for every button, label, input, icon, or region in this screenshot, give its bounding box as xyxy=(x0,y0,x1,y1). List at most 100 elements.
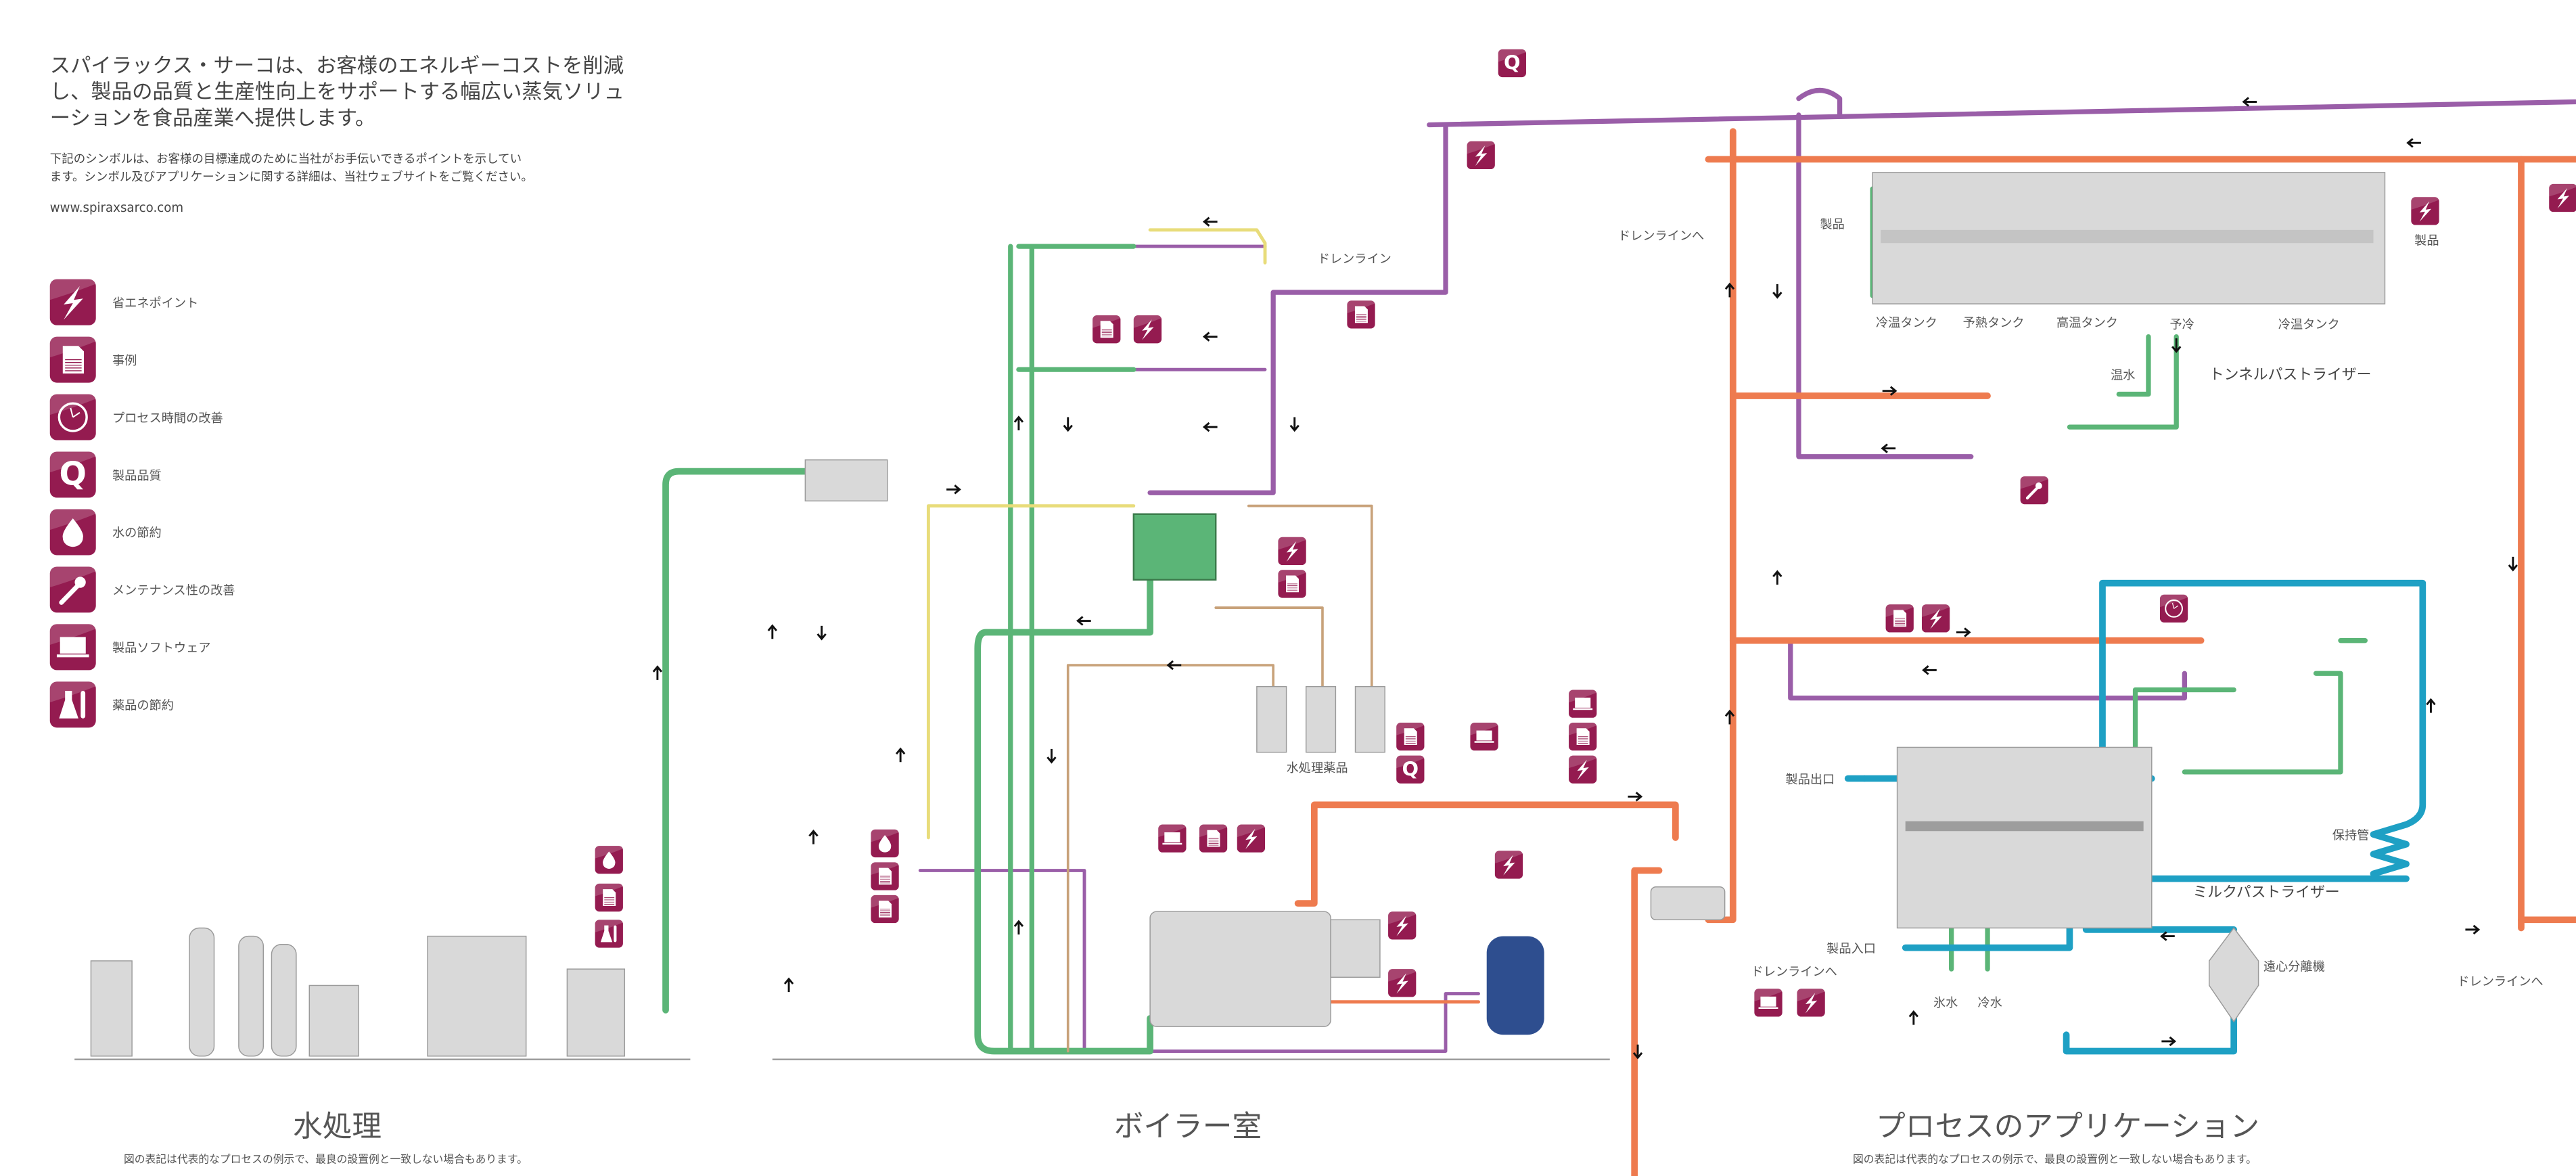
legend-item: 水の節約 xyxy=(49,509,162,556)
flow-arrow xyxy=(1772,570,1782,585)
legend-label: 事例 xyxy=(112,354,137,368)
flow-arrow xyxy=(2160,931,2175,941)
ice-water-label: 氷水 xyxy=(1933,996,1958,1010)
lightning-icon xyxy=(1388,911,1417,940)
lightning-icon xyxy=(1278,537,1306,566)
document-icon xyxy=(1278,570,1306,598)
water-pipe xyxy=(662,468,809,1014)
flow-arrow xyxy=(895,747,906,763)
legend-label: メンテナンス性の改善 xyxy=(112,584,235,598)
water-pipe xyxy=(2132,638,2368,791)
lightning-icon xyxy=(2549,183,2576,212)
document-icon xyxy=(1347,300,1375,329)
flow-arrow xyxy=(1202,332,1218,342)
condensate-pipe xyxy=(1427,99,2576,128)
lightning-icon xyxy=(2411,197,2439,225)
milk-pasteurizer-label: ミルクパストライザー xyxy=(2192,884,2339,901)
legend-label: 水の節約 xyxy=(112,526,162,541)
legend-label: プロセス時間の改善 xyxy=(112,411,223,426)
document-icon xyxy=(1092,315,1121,344)
product-outlet-label: 製品出口 xyxy=(1785,773,1835,787)
flow-arrow xyxy=(1046,748,1057,764)
laptop-icon xyxy=(49,624,96,671)
flow-arrow xyxy=(652,665,663,680)
storage-tank xyxy=(308,985,359,1057)
boiler xyxy=(1149,911,1331,1027)
legend-item: 省エネポイント xyxy=(49,279,198,325)
flow-arrow xyxy=(1724,282,1735,298)
flow-arrow xyxy=(1013,415,1024,430)
flask-icon xyxy=(49,681,96,728)
wrench-icon xyxy=(49,566,96,613)
tank-label: 冷温タンク xyxy=(2278,317,2340,332)
product-pipe xyxy=(2099,579,2426,878)
flow-arrow xyxy=(1772,284,1782,299)
flow-arrow xyxy=(1013,920,1024,935)
headline-line: ーションを食品産業へ提供します。 xyxy=(50,106,376,130)
to-drain-line-label: ドレンラインへ xyxy=(2457,974,2543,989)
flow-arrow xyxy=(2508,556,2518,572)
condensate-pipe xyxy=(1796,88,1843,118)
water-softener xyxy=(90,960,133,1057)
tank-label: 冷温タンク xyxy=(1876,316,1937,330)
tank-label: 予熱タンク xyxy=(1963,316,2025,330)
legend-item: プロセス時間の改善 xyxy=(49,394,223,440)
website-link[interactable]: www.spiraxsarco.com xyxy=(50,201,183,215)
section-titles: 水処理 図の表記は代表的なプロセスの例示で、最良の設置例と一致しない場合もありま… xyxy=(124,1110,2259,1166)
lightning-icon xyxy=(1797,989,1825,1017)
flow-arrow xyxy=(808,829,819,844)
laptop-icon xyxy=(1754,989,1782,1017)
flow-arrow xyxy=(1076,616,1091,626)
condensate-pipe xyxy=(1147,122,1448,495)
chemical-tank xyxy=(1305,685,1337,753)
flow-arrow xyxy=(1202,217,1218,227)
condensate-pipe xyxy=(918,869,1481,1053)
product-label: 製品 xyxy=(2414,234,2439,248)
lightning-icon xyxy=(1569,755,1597,784)
legend-item: 事例 xyxy=(49,336,137,383)
document-icon xyxy=(49,336,96,383)
flow-arrow xyxy=(783,977,794,993)
condensate-pipe xyxy=(1050,244,1267,371)
document-icon xyxy=(871,862,899,890)
legend-label: 薬品の節約 xyxy=(112,699,174,713)
boiler-room-title: ボイラー室 xyxy=(1114,1110,1262,1144)
tank-label: 高温タンク xyxy=(2056,316,2118,330)
flow-arrow xyxy=(1908,1010,1919,1025)
flow-arrow xyxy=(767,624,777,639)
q-icon: Q xyxy=(49,451,96,498)
water-treatment-title: 水処理 xyxy=(293,1110,382,1144)
flow-arrow xyxy=(1724,709,1735,725)
water-drop-icon xyxy=(595,846,623,874)
chemical-tank xyxy=(1256,685,1287,753)
document-icon xyxy=(1569,723,1597,751)
water-pipe xyxy=(1008,244,1034,1054)
centrifugal-separator-label: 遠心分離機 xyxy=(2263,960,2325,974)
centrifugal-separator xyxy=(2209,927,2259,1023)
drain-line-label: ドレンライン xyxy=(1318,252,1392,266)
headline-line: し、製品の品質と生産性向上をサポートする幅広い蒸気ソリュ xyxy=(50,81,624,104)
svg-text:Q: Q xyxy=(60,455,87,493)
water-tank xyxy=(566,968,626,1057)
flow-arrow xyxy=(1956,627,1971,637)
water-pipe xyxy=(1016,244,1136,372)
condensate-pipe xyxy=(1788,638,2187,701)
water-drop-icon xyxy=(49,509,96,556)
lightning-icon xyxy=(49,279,96,325)
flow-arrow xyxy=(2161,1036,2177,1047)
flow-arrow xyxy=(816,625,827,641)
feed-tank xyxy=(1132,513,1217,581)
filter-column xyxy=(189,927,215,1057)
legend-label: 製品品質 xyxy=(112,469,162,483)
wrench-icon xyxy=(2020,476,2048,505)
steam-pipe xyxy=(1705,128,1736,924)
legend-label: 省エネポイント xyxy=(112,296,198,311)
labels: ドレンライン ドレンラインへ 製品 製品 冷温タンク 予熱タンク 高温タンク 予… xyxy=(1287,217,2544,1010)
q-icon: Q xyxy=(1498,49,1526,78)
reverse-osmosis-unit xyxy=(427,935,527,1057)
svg-text:Q: Q xyxy=(1402,757,1419,780)
process-applications-title: プロセスのアプリケーション xyxy=(1876,1110,2259,1144)
milk-pasteurizer-plates xyxy=(1896,746,2153,929)
flask-icon xyxy=(595,920,623,948)
lightning-icon xyxy=(1388,969,1417,997)
